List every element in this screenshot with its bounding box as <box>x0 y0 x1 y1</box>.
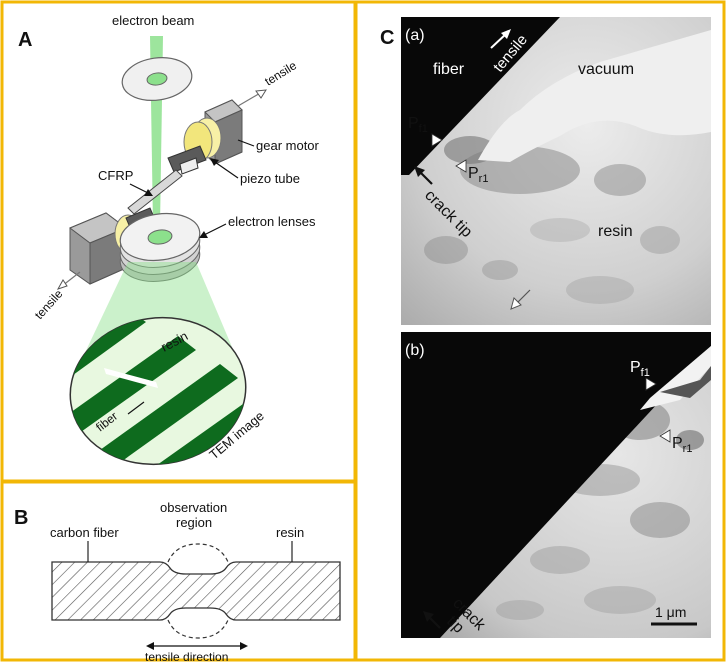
cfrp-specimen <box>127 169 183 215</box>
tem-image-disc <box>60 310 256 476</box>
tem-fiber-band <box>100 364 238 464</box>
tem-micrograph-a <box>401 17 711 325</box>
observation-region-label-1: observation <box>160 500 227 515</box>
carbon-fiber-label: carbon fiber <box>50 525 119 540</box>
tem-fiber-pointer <box>127 401 145 415</box>
observation-region-outline <box>167 543 229 639</box>
gear-motor-pointer <box>237 139 255 147</box>
sub-b-pr1-label: Pr1 <box>672 435 692 455</box>
sub-a-tensile-arrow <box>490 29 511 49</box>
electron-lenses-label: electron lenses <box>228 214 316 229</box>
sub-a-vacuum-label: vacuum <box>578 61 634 78</box>
cfrp-arrowhead <box>144 189 153 196</box>
sub-b-tag: (b) <box>405 342 425 359</box>
tem-fiber-band <box>60 336 196 434</box>
electron-lenses-pointer <box>201 223 227 237</box>
sub-a-pf1-label: Pf1 <box>408 115 428 135</box>
piezo-tube-arrowhead <box>210 158 219 166</box>
tensile-direction-arrow <box>146 642 248 650</box>
tem-crack <box>104 368 158 388</box>
tem-micrograph-b <box>401 332 711 638</box>
panel-c-frame <box>354 0 726 662</box>
sub-a-tag: (a) <box>405 27 425 44</box>
sub-b-pf1-marker <box>645 377 657 391</box>
piezo-tube-label: piezo tube <box>240 171 300 186</box>
electron-beam-label: electron beam <box>112 13 194 28</box>
panel-b-letter: B <box>14 507 28 529</box>
panel-c-letter: C <box>380 27 394 49</box>
tensile-label-left: tensile <box>32 287 66 322</box>
sub-b-pr1-marker <box>659 429 671 443</box>
sample-holder-right <box>167 145 207 173</box>
sub-a-crack-tip-arrow <box>414 166 433 185</box>
sub-a-fiber-label: fiber <box>433 61 465 78</box>
sub-a-pf1-marker <box>431 133 443 147</box>
sub-a-pr1-marker <box>455 159 467 173</box>
cfrp-label: CFRP <box>98 168 133 183</box>
upper-aperture-disc <box>121 57 193 101</box>
sub-b-crack-tip-arrow <box>423 611 441 629</box>
electron-lenses <box>119 212 201 282</box>
sub-a-pr1-label: Pr1 <box>468 165 488 185</box>
specimen-cross-section <box>51 561 341 621</box>
holder-jaw-right <box>179 157 199 175</box>
resin-label-b: resin <box>276 525 304 540</box>
tensile-label-right: tensile <box>262 58 299 88</box>
tensile-direction-label: tensile direction <box>145 650 228 663</box>
sub-b-pf1-label: Pf1 <box>630 359 650 379</box>
sub-a-direction-arrow <box>510 289 531 310</box>
gear-motor-label: gear motor <box>256 138 320 153</box>
tensile-arrow-right <box>237 89 267 107</box>
scale-bar-label: 1 μm <box>655 604 686 620</box>
sub-a-resin-label: resin <box>598 223 633 240</box>
panel-a-letter: A <box>18 29 32 51</box>
observation-region-label-2: region <box>176 515 212 530</box>
electron-lenses-arrowhead <box>199 231 208 238</box>
tensile-arrow-left <box>56 271 81 290</box>
